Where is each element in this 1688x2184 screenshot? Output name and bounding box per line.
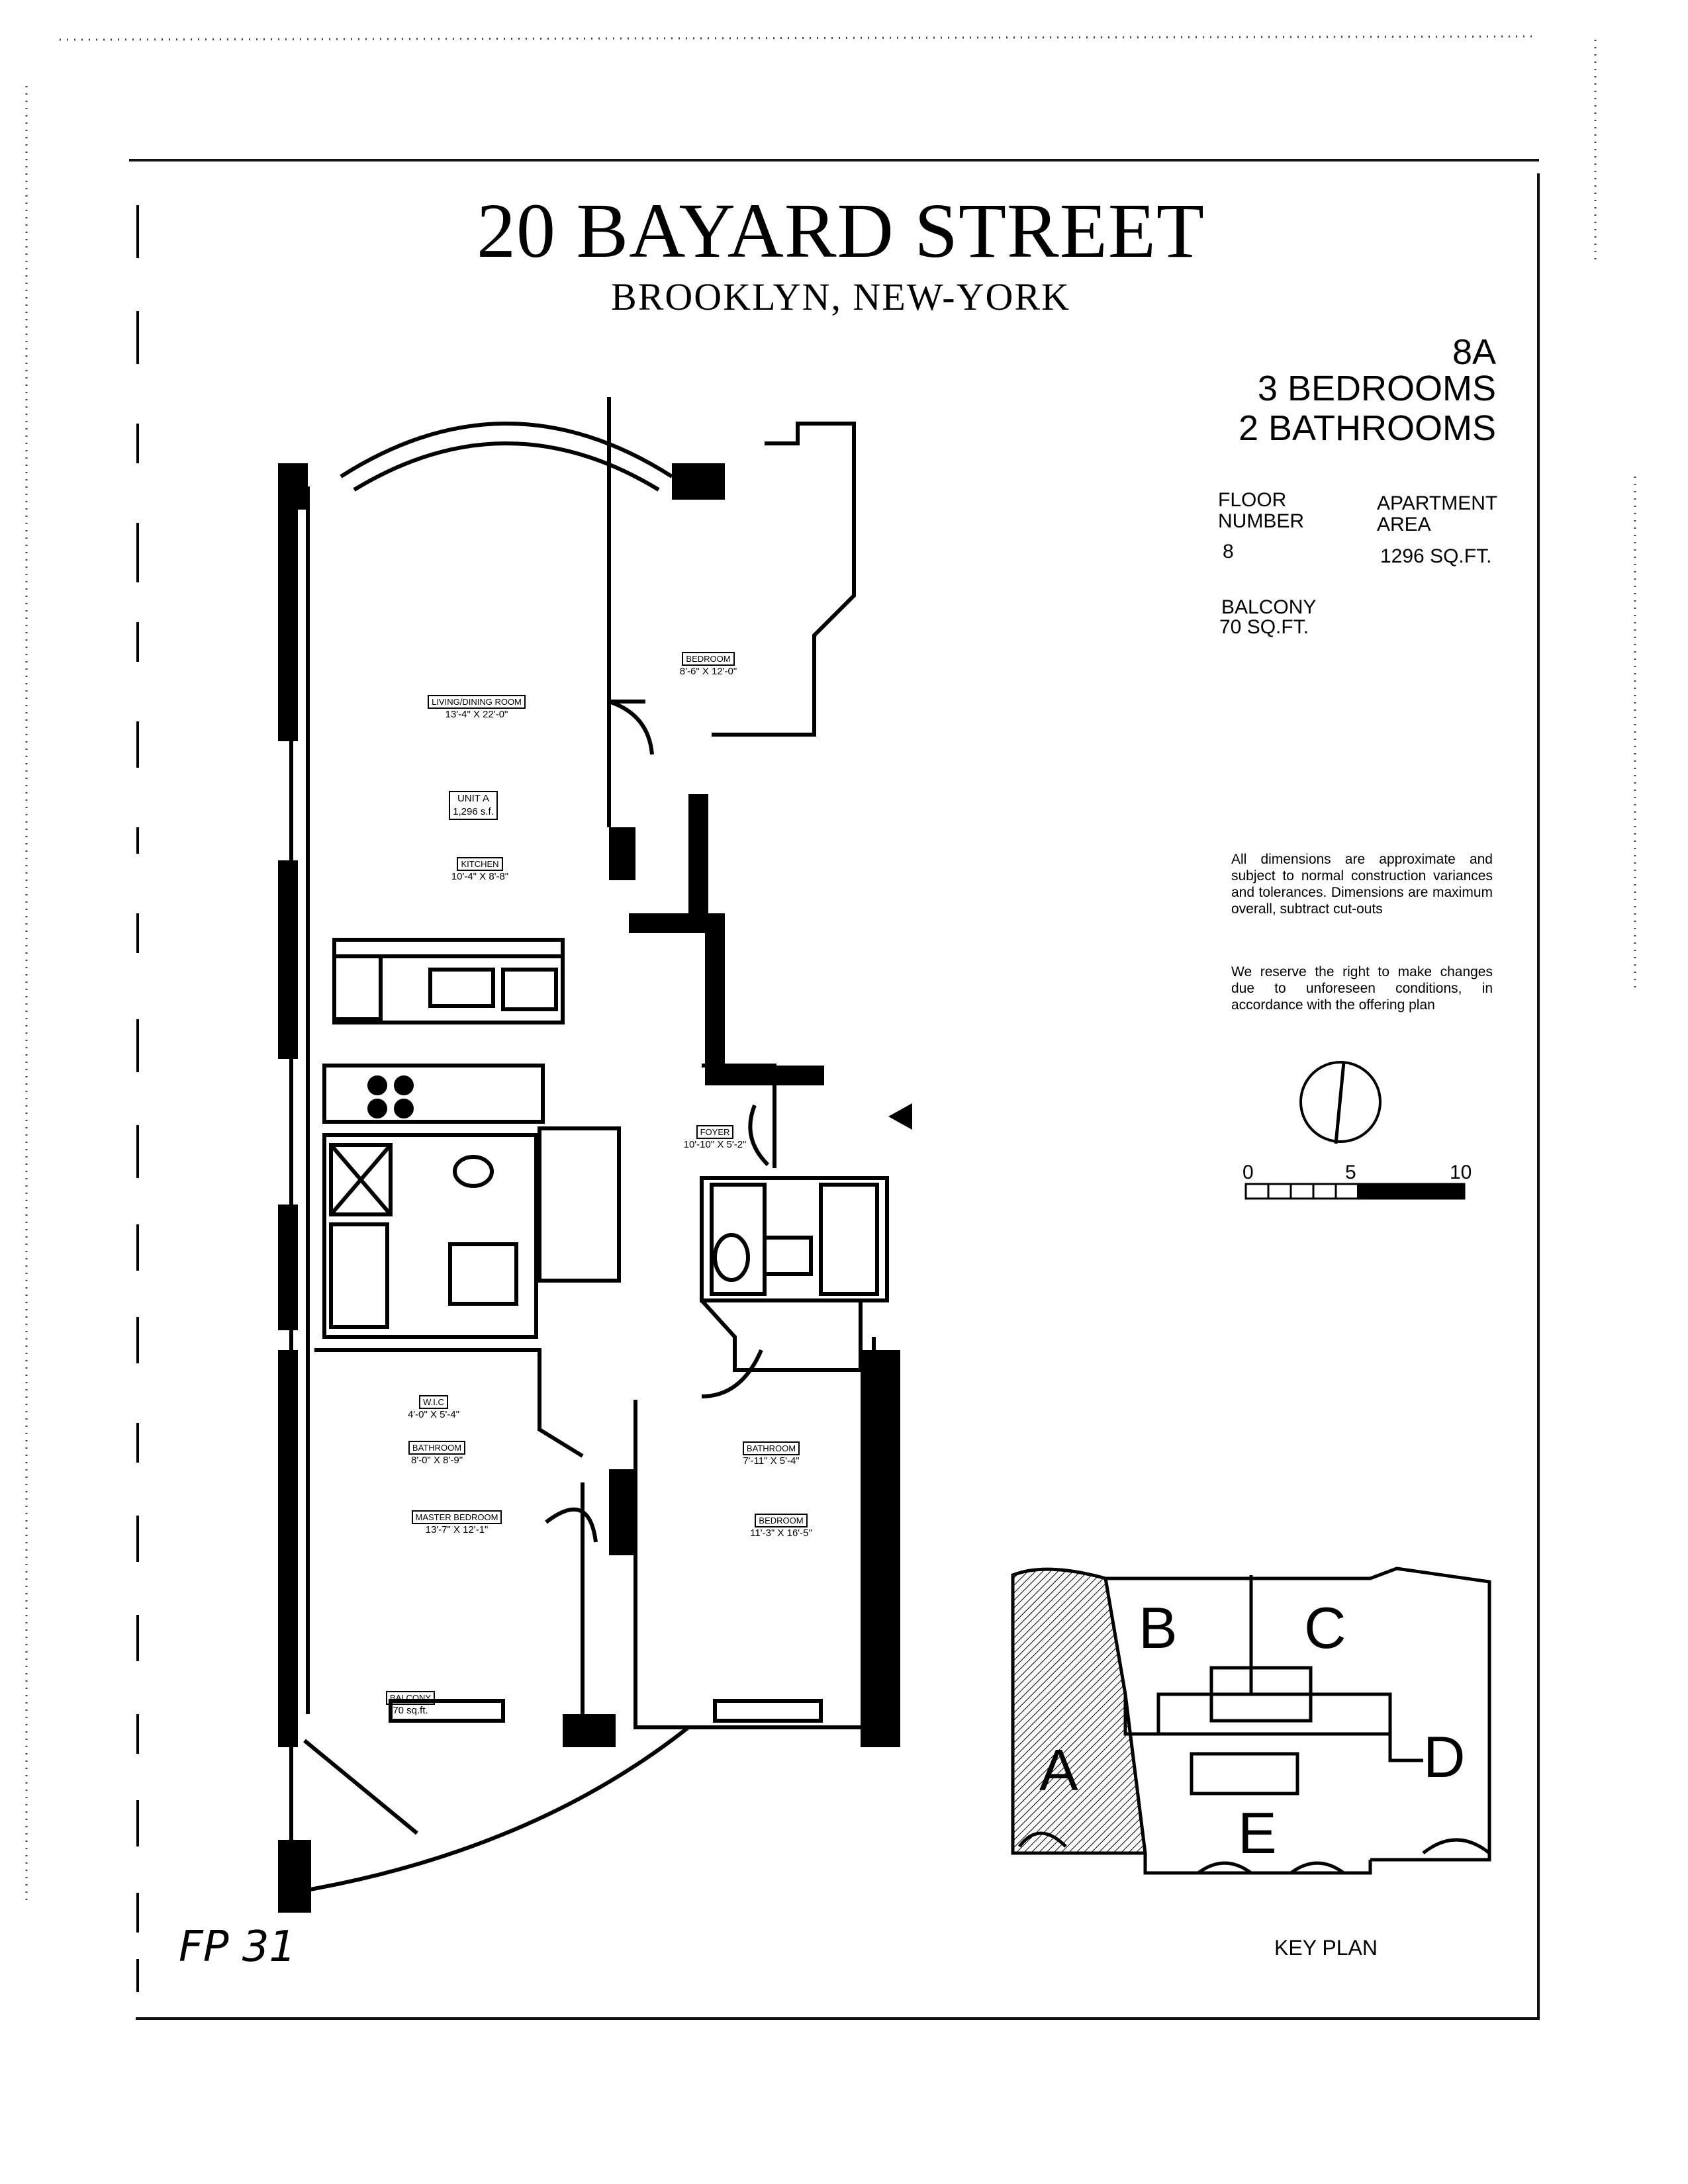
room-dims: 4'-0" X 5'-4" [407, 1409, 460, 1420]
unit-name: UNIT A [457, 793, 490, 804]
handwritten-note: FP 31 [179, 1923, 297, 1972]
room-area: 70 sq.ft. [393, 1705, 428, 1716]
room-bathroom-master: BATHROOM 8'-0" X 8'-9" [394, 1441, 480, 1466]
room-living-dining: LIVING/DINING ROOM 13'-4" X 22'-0" [407, 695, 546, 720]
unit-label: UNIT A 1,296 s.f. [434, 791, 513, 820]
frame-right-line [1537, 173, 1540, 2020]
room-name: FOYER [696, 1125, 734, 1139]
key-plan-unit-c: C [1304, 1595, 1346, 1661]
apartment-area-value: 1296 SQ.FT. [1380, 545, 1492, 567]
room-dims: 10'-4" X 8'-8" [451, 871, 509, 882]
room-name: MASTER BEDROOM [411, 1510, 502, 1524]
floor-number-value: 8 [1223, 541, 1234, 563]
bedroom-count: 3 BEDROOMS [1257, 369, 1496, 408]
building-location: BROOKLYN, NEW-YORK [611, 275, 1070, 318]
room-dims: 8'-6" X 12'-0" [679, 666, 737, 677]
scale-bar [1244, 1183, 1466, 1200]
room-master-bedroom: MASTER BEDROOM 13'-7" X 12'-1" [394, 1510, 520, 1535]
building-title: 20 BAYARD STREET [476, 187, 1205, 274]
room-name: W.I.C [419, 1395, 448, 1409]
apartment-area-label: APARTMENT AREA [1377, 493, 1497, 535]
room-dims: 13'-7" X 12'-1" [425, 1524, 489, 1535]
scale-zero: 0 [1243, 1161, 1254, 1183]
key-plan-unit-b: B [1139, 1595, 1178, 1661]
room-bedroom-small: BEDROOM 8'-6" X 12'-0" [655, 652, 761, 677]
floor-plan-drawing [278, 397, 900, 1913]
room-balcony: BALCONY 70 sq.ft. [371, 1691, 450, 1716]
balcony-area-value: 70 SQ.FT. [1219, 616, 1309, 638]
frame-bottom-line [136, 2017, 1539, 2020]
scale-five: 5 [1345, 1161, 1356, 1183]
room-bathroom-2: BATHROOM 7'-11" X 5'-4" [725, 1441, 818, 1467]
room-kitchen: KITCHEN 10'-4" X 8'-8" [434, 857, 526, 882]
frame-top-line [129, 159, 1539, 161]
floor-label-line2: NUMBER [1218, 510, 1305, 532]
room-name: KITCHEN [457, 857, 503, 871]
area-label-line1: APARTMENT [1377, 492, 1498, 514]
unit-code: 8A [1452, 332, 1496, 372]
area-label-line2: AREA [1377, 514, 1431, 535]
key-plan-unit-d: D [1423, 1724, 1466, 1790]
key-plan-label: KEY PLAN [1274, 1936, 1378, 1960]
bathroom-count: 2 BATHROOMS [1238, 408, 1496, 448]
balcony-label: BALCONY [1221, 596, 1317, 618]
room-dims: 7'-11" X 5'-4" [743, 1455, 800, 1467]
unit-area: 1,296 s.f. [453, 806, 494, 817]
north-arrow-icon [1299, 1061, 1382, 1144]
room-name: BATHROOM [742, 1441, 800, 1455]
room-name: LIVING/DINING ROOM [428, 695, 526, 709]
room-bedroom-2: BEDROOM 11'-3" X 16'-5" [731, 1514, 831, 1539]
room-name: BATHROOM [408, 1441, 466, 1455]
scale-ten: 10 [1450, 1161, 1472, 1183]
entry-arrow-icon [888, 1103, 912, 1130]
room-name: BALCONY [385, 1691, 436, 1705]
floor-label-line1: FLOOR [1218, 489, 1287, 511]
room-dims: 10'-10" X 5'-2" [683, 1139, 747, 1150]
key-plan-unit-e: E [1238, 1800, 1277, 1866]
changes-disclaimer: We reserve the right to make changes due… [1231, 964, 1493, 1013]
floor-number-label: FLOOR NUMBER [1218, 490, 1304, 532]
room-name: BEDROOM [755, 1514, 808, 1527]
room-dims: 13'-4" X 22'-0" [445, 709, 508, 720]
room-name: BEDROOM [682, 652, 735, 666]
dimensions-disclaimer: All dimensions are approximate and subje… [1231, 852, 1493, 917]
key-plan-drawing: A B C D E [1011, 1567, 1491, 1875]
room-dims: 8'-0" X 8'-9" [410, 1455, 463, 1466]
room-foyer: FOYER 10'-10" X 5'-2" [669, 1125, 761, 1150]
key-plan-unit-a: A [1039, 1737, 1078, 1803]
room-wic: W.I.C 4'-0" X 5'-4" [391, 1395, 477, 1420]
room-dims: 11'-3" X 16'-5" [750, 1527, 812, 1539]
